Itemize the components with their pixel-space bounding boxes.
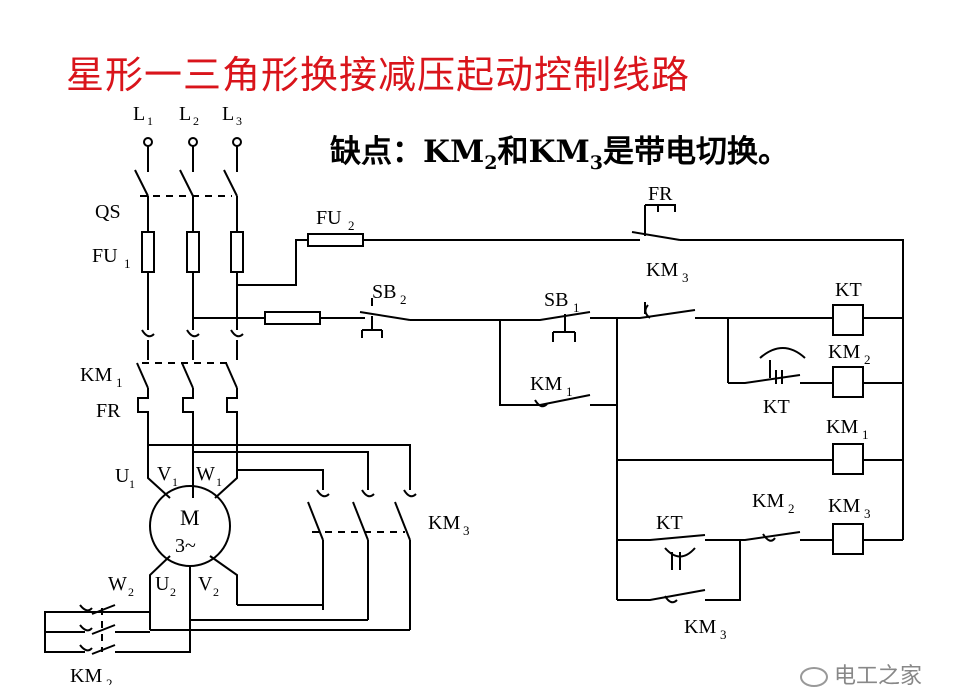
label-fu2-sub: 2 [348, 218, 355, 233]
label-kt-coil: KT [835, 279, 862, 301]
labels: L 1 L 2 L 3 QS FU 1 FU 2 KM 1 FR U 1 V 1… [70, 103, 871, 685]
label-fu1: FU [92, 245, 118, 267]
label-w1: W [196, 463, 215, 485]
label-u2: U [155, 573, 170, 595]
km3-coil [832, 523, 864, 555]
label-v2-sub: 2 [213, 585, 219, 599]
fu2-fuse [307, 233, 364, 247]
label-sb2: SB [372, 281, 396, 303]
km3-main-contacts [307, 501, 411, 541]
label-km3-coil: KM [828, 495, 860, 517]
label-l1-sub: 1 [147, 114, 153, 128]
label-kt-no: KT [656, 512, 683, 534]
label-km3-main: KM [428, 512, 460, 534]
fu1-fuse-l1 [141, 231, 155, 273]
label-sb1: SB [544, 289, 568, 311]
sb1-start-button [500, 311, 617, 321]
diagram-title: 星形一三角形换接减压起动控制线路 [66, 53, 691, 97]
kt-coil [832, 304, 864, 336]
label-km3-coil-sub: 3 [864, 506, 871, 521]
label-km1-coil: KM [826, 416, 858, 438]
terminal-l3 [232, 137, 242, 147]
label-km1-hold: KM [530, 373, 562, 395]
label-km1-hold-sub: 1 [566, 384, 573, 399]
label-w2: W [108, 573, 127, 595]
terminal-l2 [188, 137, 198, 147]
control-circuit [264, 204, 904, 604]
label-motor-m: M [180, 505, 200, 530]
km2-star-contacts [91, 604, 116, 655]
label-w1-sub: 1 [216, 475, 222, 489]
note-km2-sub: 2 [484, 152, 498, 175]
km2-coil [832, 366, 864, 398]
label-km2-main: KM [70, 665, 102, 685]
label-km3-main-sub: 3 [463, 523, 470, 538]
note-km2: KM [423, 134, 485, 170]
terminal-l1 [143, 137, 153, 147]
label-km3-nc: KM [646, 259, 678, 281]
note-suffix: 是带电切换。 [603, 134, 789, 170]
label-sb2-sub: 2 [400, 292, 407, 307]
label-l3: L [222, 103, 234, 125]
label-u1: U [115, 465, 130, 487]
label-l3-sub: 3 [236, 114, 242, 128]
label-v1: V [157, 463, 172, 485]
label-v2: V [198, 573, 213, 595]
label-l1: L [133, 103, 145, 125]
note-km3-sub: 3 [589, 152, 603, 175]
km1-coil [832, 443, 864, 475]
label-w2-sub: 2 [128, 585, 134, 599]
fu1-fuse-l3 [230, 231, 244, 273]
qs-switch [134, 169, 238, 197]
label-l2-sub: 2 [193, 114, 199, 128]
fr-thermal-elements [226, 388, 238, 445]
kt-nc-timed-contact [759, 347, 806, 378]
label-motor-3phase: 3~ [175, 535, 196, 557]
km1-hold-contact [534, 399, 548, 408]
wechat-icon [800, 667, 828, 687]
label-km2-nc-sub: 2 [788, 501, 795, 516]
label-km2-coil-sub: 2 [864, 352, 871, 367]
label-km1-main-sub: 1 [116, 375, 123, 390]
km3-hold-contact [664, 595, 678, 604]
watermark-text: 电工之家 [834, 664, 923, 689]
label-u2-sub: 2 [170, 585, 176, 599]
label-km1-coil-sub: 1 [862, 427, 869, 442]
watermark: 电工之家 [800, 658, 922, 690]
label-u1-sub: 1 [129, 477, 135, 491]
fr-nc-contact [644, 204, 676, 236]
label-km2-main-sub: 2 [106, 676, 113, 685]
label-kt-nc: KT [763, 396, 790, 418]
note-prefix: 缺点： [330, 134, 423, 170]
drawback-note: 缺点：KM2和KM3是带电切换。 [330, 126, 789, 174]
km1-main-contacts [136, 362, 238, 389]
kt-no-timed-contact [664, 547, 696, 570]
label-km2-nc: KM [752, 490, 784, 512]
note-mid: 和 [497, 134, 529, 170]
label-fr-main: FR [96, 400, 121, 422]
lower-fuse [264, 311, 321, 325]
main-circuit [44, 137, 417, 655]
label-km1-main: KM [80, 364, 112, 386]
label-km3-nc-sub: 3 [682, 270, 689, 285]
label-qs: QS [95, 201, 121, 223]
label-v1-sub: 1 [172, 475, 178, 489]
note-km3: KM [528, 134, 590, 170]
label-km3-hold-sub: 3 [720, 627, 727, 642]
label-fr-ctrl: FR [648, 183, 673, 205]
label-sb1-sub: 1 [573, 300, 580, 315]
label-fu1-sub: 1 [124, 256, 131, 271]
label-fu2: FU [316, 207, 342, 229]
km2-nc-contact [762, 533, 776, 542]
sb2-stop-button [359, 311, 500, 321]
label-km3-hold: KM [684, 616, 716, 638]
label-km2-coil: KM [828, 341, 860, 363]
label-l2: L [179, 103, 191, 125]
fu1-fuse-l2 [186, 231, 200, 273]
